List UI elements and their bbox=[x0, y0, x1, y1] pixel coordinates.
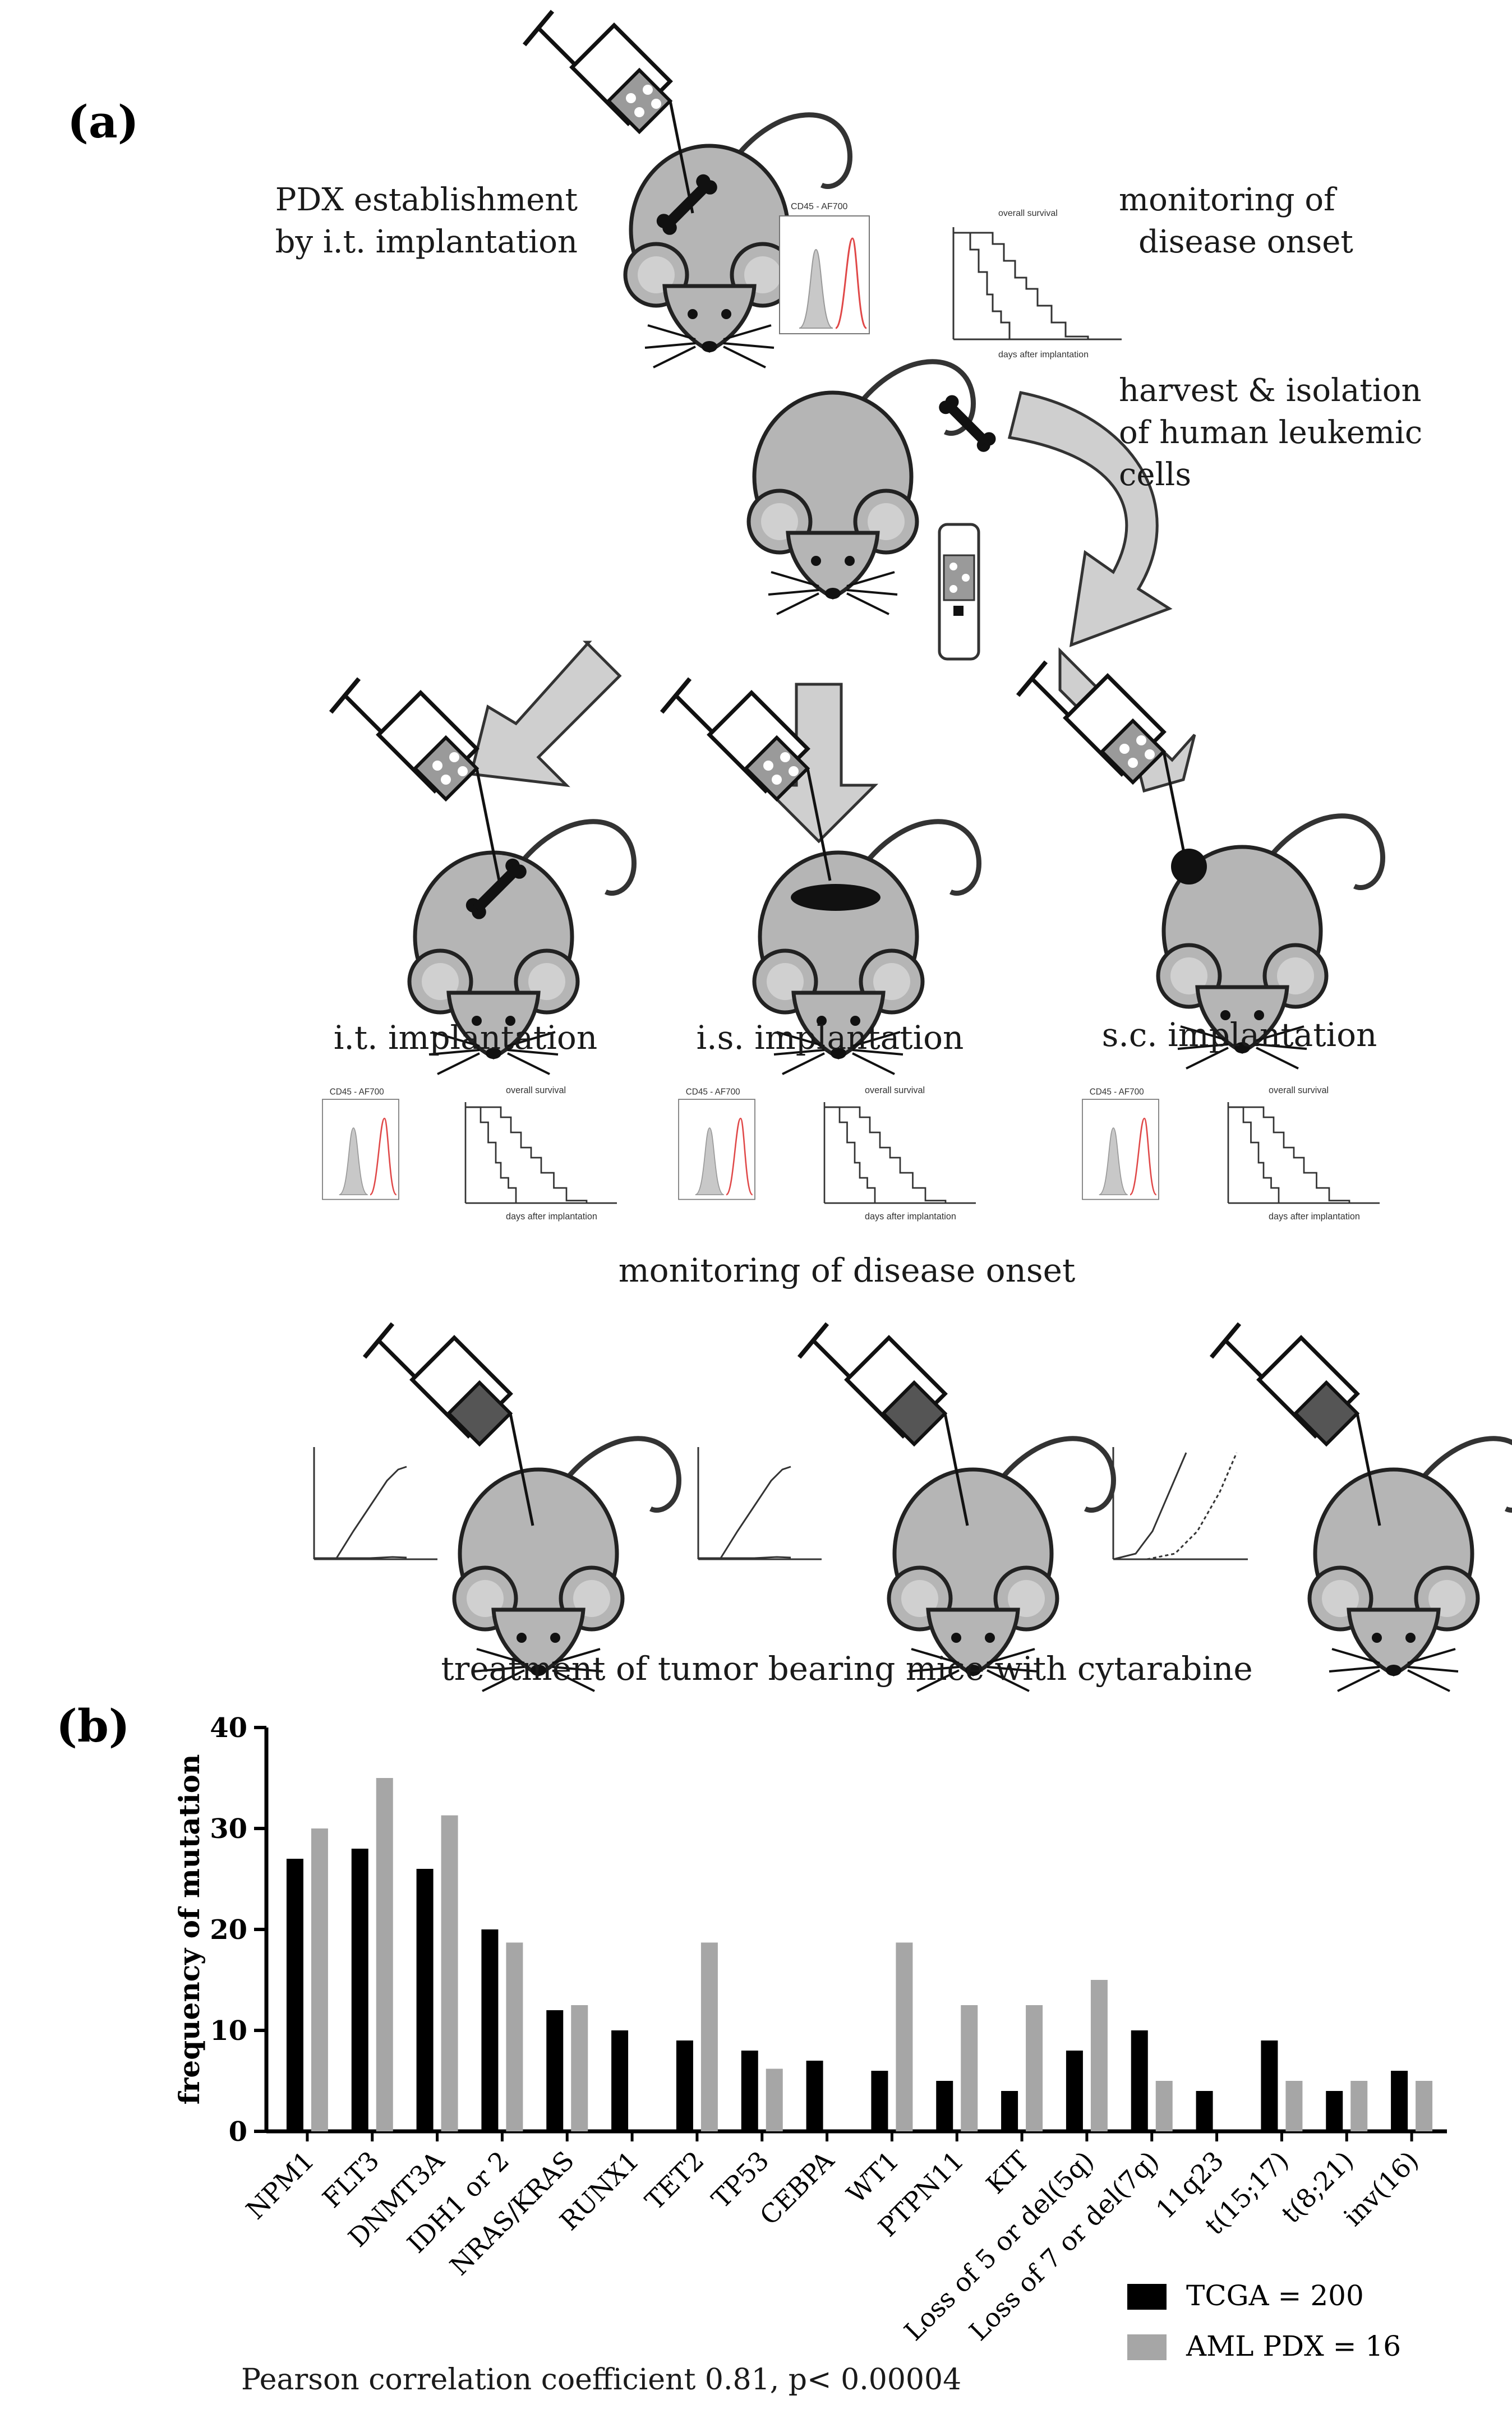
legend-label: TCGA = 200 bbox=[1186, 2279, 1364, 2312]
svg-text:overall survival: overall survival bbox=[865, 1085, 925, 1095]
treatment-chart-sc bbox=[1112, 1447, 1248, 1560]
bar-pdx bbox=[441, 1815, 458, 2131]
treatment-label: treatment of tumor bearing mice with cyt… bbox=[441, 1650, 1252, 1688]
bar-tcga bbox=[481, 1929, 499, 2131]
harvest-label-2: of human leukemic bbox=[1119, 414, 1422, 451]
bar-pdx bbox=[896, 1942, 913, 2131]
treatment-mouse-it bbox=[365, 1324, 679, 1691]
treatment-chart-it bbox=[313, 1447, 437, 1560]
pdx-establishment-label: PDX establishment bbox=[275, 182, 578, 218]
svg-text:CD45 - AF700: CD45 - AF700 bbox=[1090, 1088, 1144, 1097]
route-label-it: i.t. implantation bbox=[334, 1019, 597, 1057]
monitoring-label-top: monitoring of bbox=[1119, 182, 1338, 218]
mini-flow-it: CD45 - AF700 bbox=[321, 1088, 400, 1200]
bar-tcga bbox=[351, 1849, 368, 2131]
sc-implantation-mouse bbox=[1018, 662, 1382, 1068]
svg-text:CD45 - AF700: CD45 - AF700 bbox=[791, 202, 847, 211]
mini-survival-sc: overall survival days after implantation bbox=[1227, 1085, 1381, 1222]
bar-tcga bbox=[741, 2051, 758, 2131]
bar-tcga bbox=[1391, 2071, 1408, 2131]
svg-text:CD45 - AF700: CD45 - AF700 bbox=[686, 1088, 740, 1097]
bar-tcga bbox=[416, 1869, 434, 2131]
monitoring-label-mid: monitoring of disease onset bbox=[619, 1251, 1076, 1289]
harvest-bone-icon bbox=[939, 395, 995, 452]
bar-pdx bbox=[700, 1942, 718, 2131]
bar-tcga bbox=[676, 2040, 693, 2131]
legend-swatch bbox=[1127, 2334, 1167, 2360]
svg-text:days after implantation: days after implantation bbox=[506, 1212, 597, 1222]
mini-flow-sc: CD45 - AF700 bbox=[1081, 1088, 1160, 1200]
bar-pdx bbox=[1285, 2081, 1303, 2131]
route-label-is: i.s. implantation bbox=[697, 1019, 964, 1057]
x-tick-label: NPM1 bbox=[240, 2145, 320, 2226]
svg-text:days after implantation: days after implantation bbox=[865, 1212, 956, 1222]
bar-tcga bbox=[1326, 2091, 1343, 2131]
harvest-label-3: cells bbox=[1119, 457, 1191, 493]
bar-tcga bbox=[936, 2081, 953, 2131]
bar-tcga bbox=[286, 1859, 303, 2131]
is-implantation-mouse bbox=[662, 679, 979, 1074]
bar-pdx bbox=[311, 1828, 328, 2131]
svg-text:days after implantation: days after implantation bbox=[1269, 1212, 1360, 1222]
y-tick-label: 0 bbox=[229, 2116, 247, 2148]
bar-pdx bbox=[1155, 2081, 1173, 2131]
bar-pdx bbox=[961, 2005, 978, 2131]
bar-pdx bbox=[1416, 2081, 1433, 2131]
bar-pdx bbox=[1026, 2005, 1043, 2131]
svg-text:days after implantation: days after implantation bbox=[998, 350, 1089, 360]
treatment-mouse-is bbox=[799, 1324, 1113, 1691]
svg-text:overall survival: overall survival bbox=[506, 1085, 566, 1095]
panel-a-label: (a) bbox=[67, 95, 139, 148]
mini-survival-plot-top: overall survival days after implantation bbox=[952, 209, 1123, 360]
pearson-footnote: Pearson correlation coefficient 0.81, p<… bbox=[241, 2363, 961, 2397]
treatment-mouse-sc bbox=[1211, 1324, 1512, 1691]
y-axis-label: frequency of mutation bbox=[173, 1754, 206, 2105]
mini-survival-is: overall survival days after implantation bbox=[823, 1085, 977, 1222]
svg-text:overall survival: overall survival bbox=[998, 209, 1058, 218]
bar-tcga bbox=[1131, 2030, 1148, 2131]
bar-pdx bbox=[1350, 2081, 1368, 2131]
y-tick-label: 40 bbox=[210, 1712, 247, 1744]
mini-flow-is: CD45 - AF700 bbox=[677, 1088, 756, 1200]
bar-pdx bbox=[376, 1778, 393, 2131]
pdx-establishment-label-2: by i.t. implantation bbox=[275, 224, 578, 260]
bar-pdx bbox=[571, 2005, 588, 2131]
mini-flow-plot-top: CD45 - AF700 bbox=[778, 202, 870, 335]
bar-tcga bbox=[611, 2030, 629, 2131]
legend-swatch bbox=[1127, 2284, 1167, 2310]
arrow-to-it bbox=[469, 641, 622, 787]
bar-tcga bbox=[546, 2010, 564, 2131]
mini-survival-it: overall survival days after implantation bbox=[464, 1085, 618, 1222]
route-label-sc: s.c. implantation bbox=[1102, 1016, 1377, 1054]
bar-tcga bbox=[1261, 2040, 1278, 2131]
bar-tcga bbox=[1001, 2091, 1018, 2131]
svg-text:overall survival: overall survival bbox=[1269, 1085, 1329, 1095]
y-tick-label: 20 bbox=[210, 1914, 247, 1946]
treatment-chart-is bbox=[697, 1447, 822, 1560]
legend-label: AML PDX = 16 bbox=[1186, 2330, 1401, 2362]
x-tick-label: CEBPA bbox=[754, 2145, 840, 2231]
y-tick-label: 10 bbox=[210, 2015, 247, 2047]
monitoring-label-top-2: disease onset bbox=[1138, 224, 1353, 260]
bar-pdx bbox=[506, 1942, 523, 2131]
bar-tcga bbox=[806, 2061, 823, 2131]
bar-pdx bbox=[766, 2069, 783, 2131]
bar-tcga bbox=[1196, 2091, 1213, 2131]
bar-tcga bbox=[871, 2071, 888, 2131]
panel-b-label: (b) bbox=[56, 1699, 130, 1752]
test-tube-icon bbox=[938, 523, 980, 661]
bar-tcga bbox=[1066, 2051, 1083, 2131]
harvest-label: harvest & isolation bbox=[1119, 372, 1422, 409]
svg-text:CD45 - AF700: CD45 - AF700 bbox=[330, 1088, 384, 1097]
harvest-curved-arrow bbox=[1007, 391, 1173, 647]
y-tick-label: 30 bbox=[210, 1813, 247, 1845]
x-tick-label: TET2 bbox=[639, 2145, 710, 2216]
bar-pdx bbox=[1090, 1980, 1108, 2131]
x-tick-label: KIT bbox=[980, 2145, 1035, 2199]
